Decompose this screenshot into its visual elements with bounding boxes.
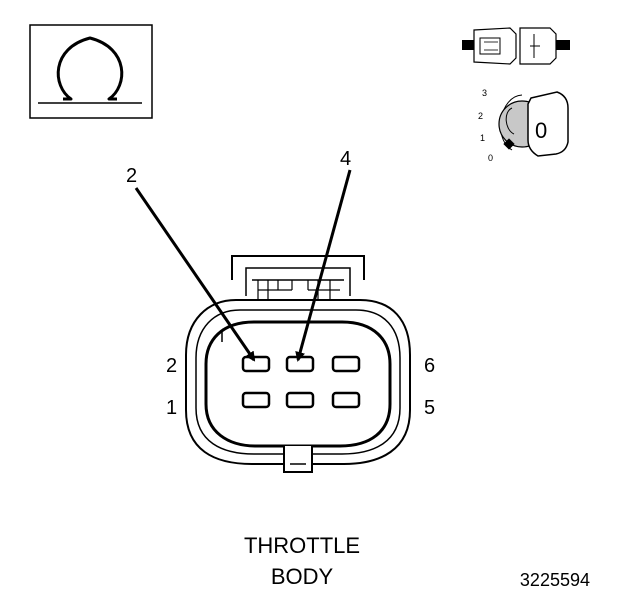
probe-arrow-right (295, 169, 352, 362)
ignition-position-3: 3 (482, 88, 487, 98)
ignition-position-2: 2 (478, 111, 483, 121)
pin-cavity-3 (285, 391, 315, 409)
ignition-key-icon: 3 2 1 0 0 (478, 88, 569, 163)
ignition-key-label: 0 (535, 118, 547, 143)
pin-cavity-5 (331, 391, 361, 409)
pin-cavity-2 (241, 355, 271, 373)
pin-label-bottom-right: 5 (424, 397, 435, 419)
pin-label-top-left: 2 (166, 355, 177, 377)
pin-label-top-right: 6 (424, 355, 435, 377)
throttle-body-connector (185, 255, 411, 473)
ignition-position-1: 1 (480, 133, 485, 143)
caption-line-1: THROTTLE (244, 533, 360, 558)
ignition-position-0: 0 (488, 153, 493, 163)
pin-cavity-1 (241, 391, 271, 409)
pin-cavity-6 (331, 355, 361, 373)
probe-label-right: 4 (340, 148, 351, 170)
caption-line-2: BODY (271, 564, 334, 589)
pin-label-bottom-left: 1 (166, 397, 177, 419)
pin-cavity-4 (285, 355, 315, 373)
probe-label-left: 2 (126, 165, 137, 187)
figure-id: 3225594 (520, 570, 590, 590)
probe-arrow-left (134, 187, 256, 362)
ohm-symbol-icon (29, 24, 153, 119)
disconnected-connector-icon (462, 27, 570, 65)
